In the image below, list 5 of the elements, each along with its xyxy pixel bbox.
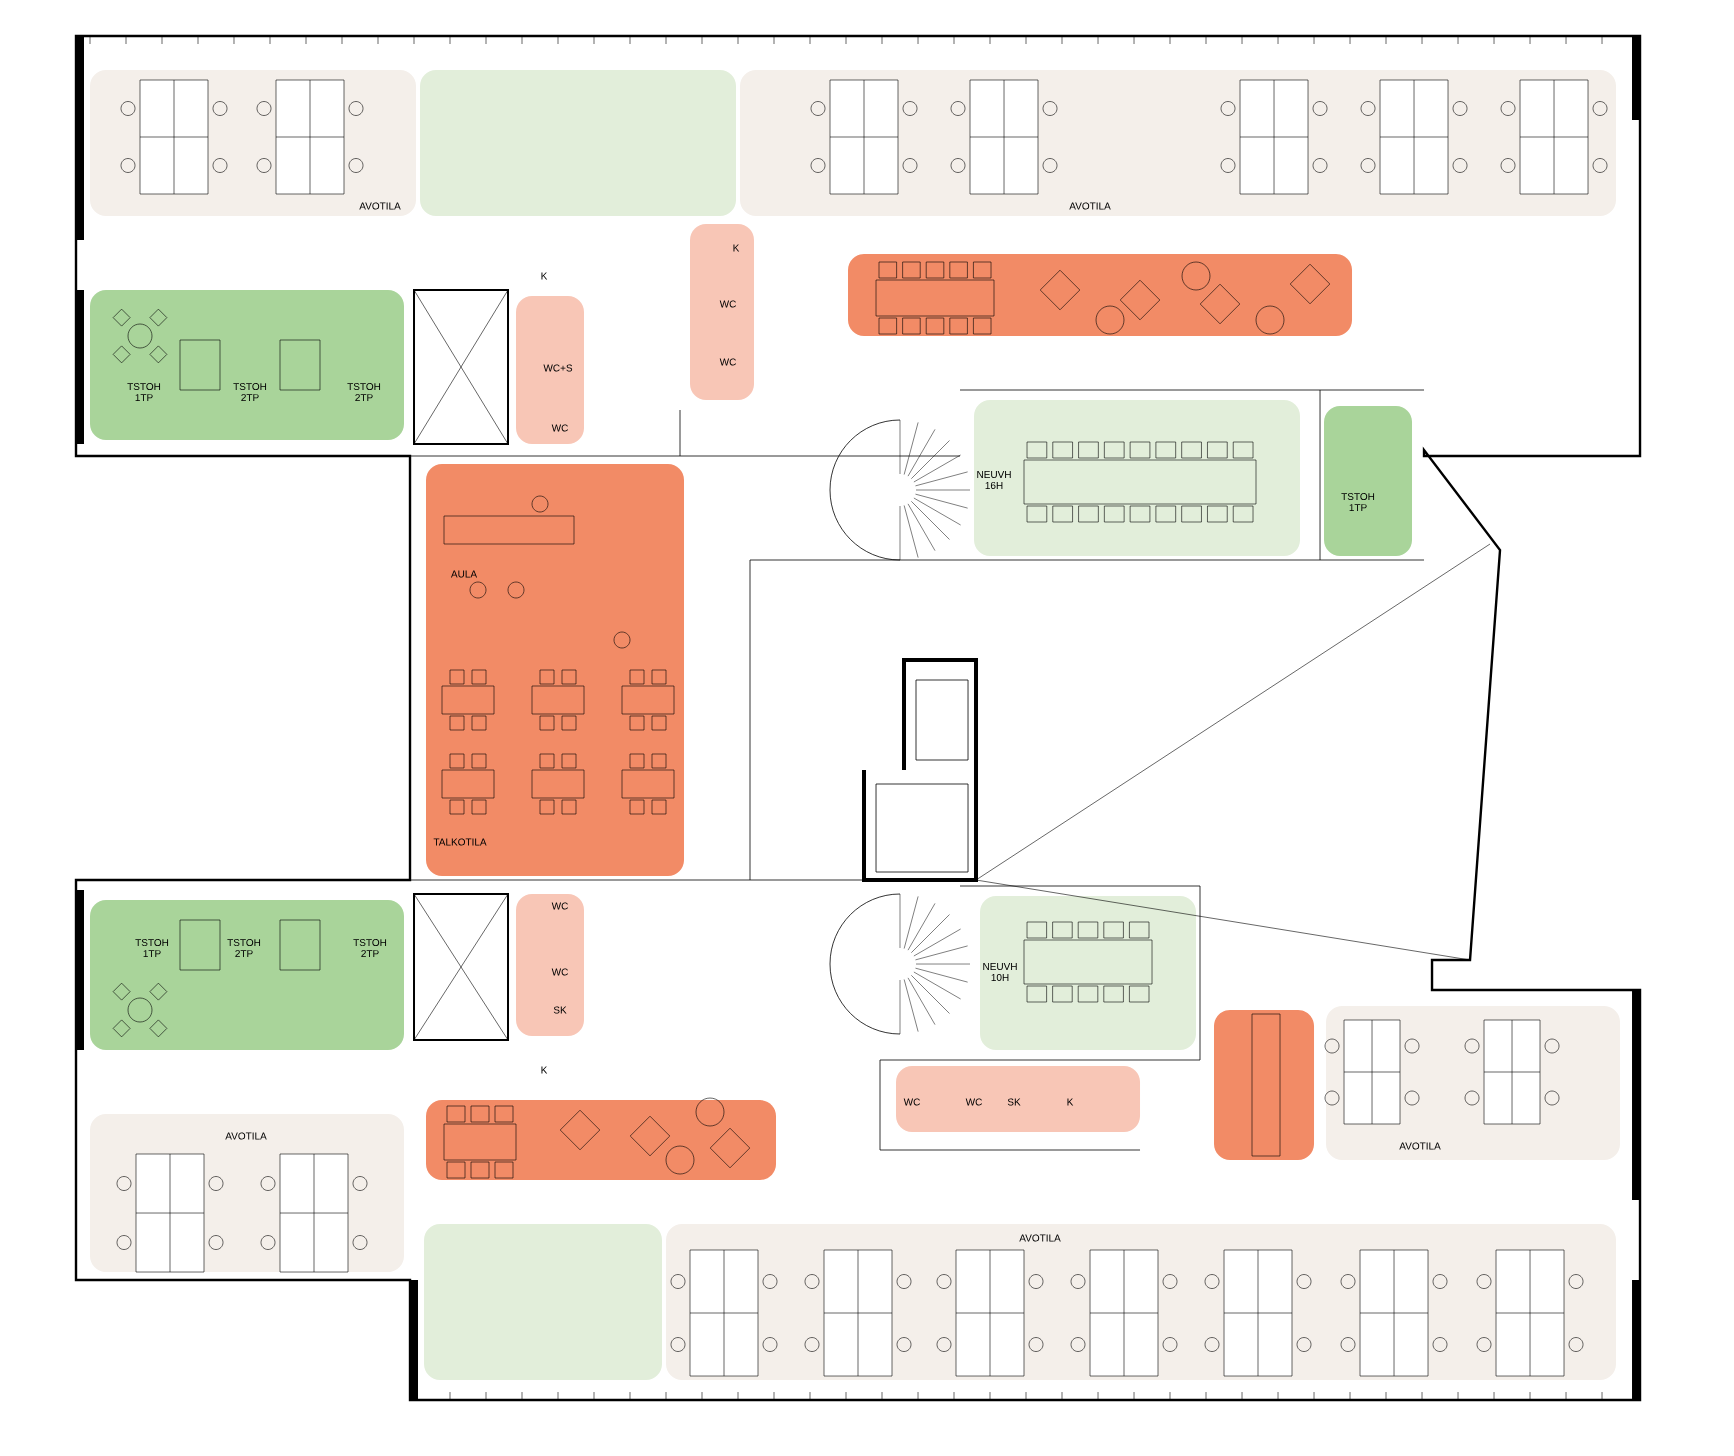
room-area	[424, 1224, 662, 1380]
lounge-area	[848, 254, 1352, 336]
room-area	[420, 70, 736, 216]
lounge-area	[1214, 1010, 1314, 1160]
lounge-area	[426, 1100, 776, 1180]
